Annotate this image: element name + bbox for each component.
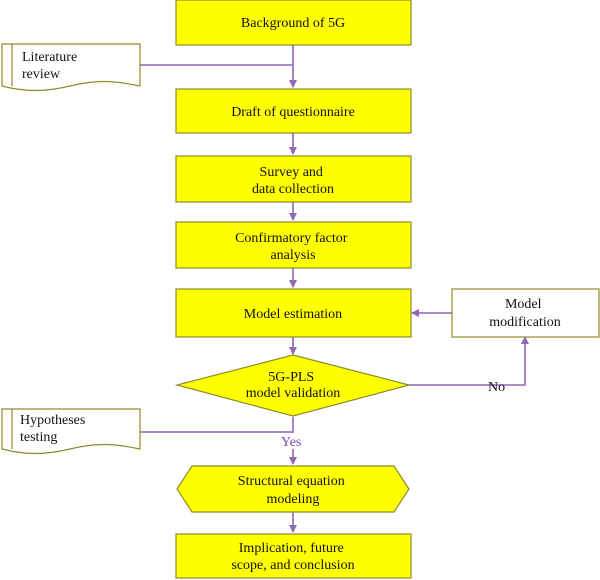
- node-hypotheses-label: Hypotheses testing: [20, 413, 89, 445]
- node-literature: Literature review: [1, 43, 141, 92]
- node-literature-shape: [1, 43, 141, 92]
- node-sem: Structural equation modeling: [176, 465, 410, 513]
- node-background-shape: [175, 0, 412, 46]
- node-literature-label: Literature review: [22, 50, 81, 82]
- node-cfa: Confirmatory factor analysis: [175, 221, 412, 269]
- edge-label-no: No: [488, 380, 505, 395]
- node-draft-label: Draft of questionnaire: [231, 105, 355, 120]
- node-sem-shape: [176, 465, 410, 513]
- node-sem-line-2: modeling: [267, 492, 320, 507]
- node-estimation: Model estimation: [175, 288, 412, 338]
- node-modification: Model modification: [451, 288, 600, 338]
- node-implication-shape: [175, 533, 412, 579]
- node-literature-line-2: review: [22, 67, 61, 82]
- node-survey-label: Survey and data collection: [252, 165, 334, 197]
- connectors: [140, 45, 529, 533]
- node-estimation-shape: [175, 288, 412, 338]
- node-survey-shape: [175, 155, 412, 203]
- node-validation-line-1: 5G-PLS: [268, 370, 314, 385]
- node-background-line-1: Background of 5G: [241, 16, 345, 31]
- node-modification-label: Model modification: [489, 297, 561, 330]
- node-cfa-shape: [175, 221, 412, 269]
- node-implication-line-1: Implication, future: [239, 541, 344, 556]
- node-literature-line-1: Literature: [22, 50, 77, 65]
- node-validation-label: 5G-PLS model validation: [246, 370, 340, 401]
- node-implication-label: Implication, future scope, and conclusio…: [231, 541, 354, 573]
- node-estimation-line-1: Model estimation: [244, 307, 342, 322]
- node-cfa-line-1: Confirmatory factor: [235, 231, 348, 246]
- node-hypotheses-shape: [1, 408, 141, 455]
- arrow-validation-no-to-modification: [409, 336, 529, 386]
- node-modification-shape: [451, 288, 600, 338]
- edge-label-yes-background: [278, 433, 308, 449]
- node-survey-line-1: Survey and: [260, 165, 323, 180]
- node-hypotheses-line-1: Hypotheses: [20, 413, 85, 428]
- node-implication: Implication, future scope, and conclusio…: [175, 533, 412, 579]
- node-draft: Draft of questionnaire: [175, 88, 412, 134]
- node-cfa-line-2: analysis: [270, 248, 315, 263]
- node-validation: 5G-PLS model validation: [174, 354, 412, 417]
- node-survey-line-2: data collection: [252, 182, 334, 197]
- node-modification-line-2: modification: [489, 315, 561, 330]
- node-background-label: Background of 5G: [241, 16, 345, 31]
- node-implication-line-2: scope, and conclusion: [231, 558, 354, 573]
- node-validation-line-2: model validation: [246, 386, 340, 401]
- node-background: Background of 5G: [175, 0, 412, 46]
- node-validation-shape: [174, 354, 412, 417]
- node-modification-line-1: Model: [505, 297, 542, 312]
- node-draft-line-1: Draft of questionnaire: [231, 105, 355, 120]
- node-estimation-label: Model estimation: [244, 307, 342, 322]
- node-sem-line-1: Structural equation: [238, 474, 345, 489]
- node-draft-shape: [175, 88, 412, 134]
- node-sem-label: Structural equation modeling: [238, 474, 348, 507]
- node-hypotheses: Hypotheses testing: [1, 408, 141, 455]
- node-hypotheses-line-2: testing: [20, 430, 57, 445]
- node-cfa-label: Confirmatory factor analysis: [235, 231, 351, 263]
- edge-label-yes: Yes: [281, 435, 301, 450]
- node-survey: Survey and data collection: [175, 155, 412, 203]
